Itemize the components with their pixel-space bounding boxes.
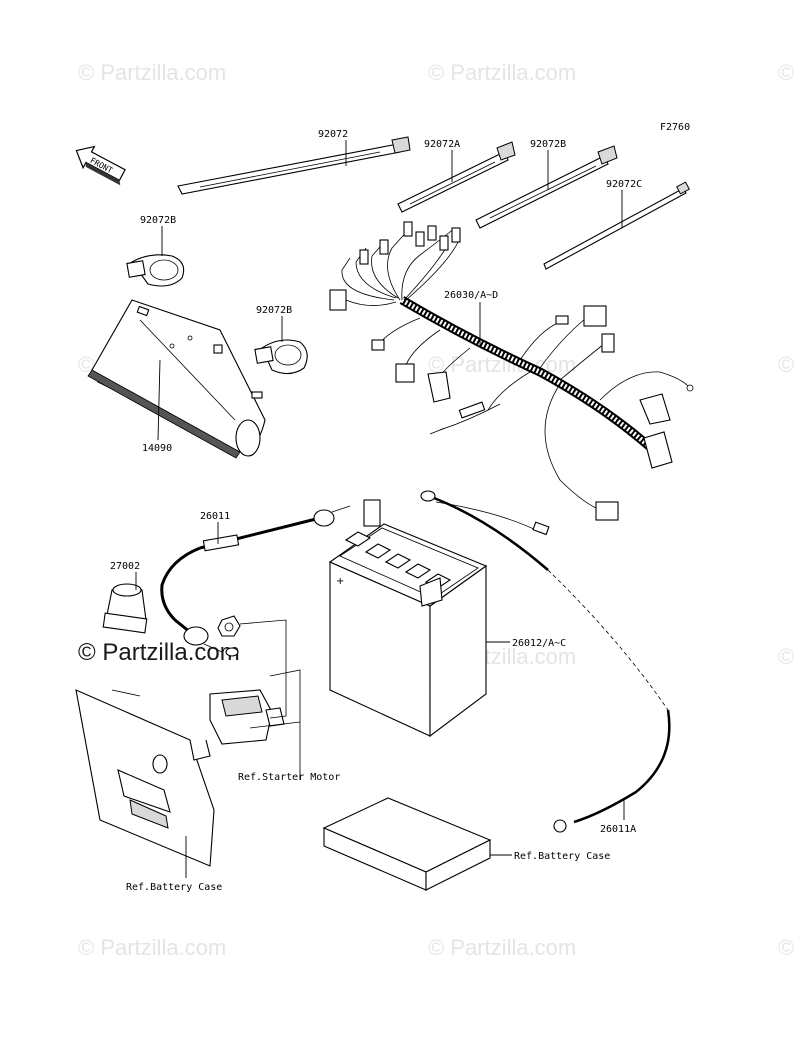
label-92072C: 92072C xyxy=(606,179,642,190)
label-ref-battery-case-2: Ref.Battery Case xyxy=(514,851,610,862)
cable-tie-92072A: 92072A xyxy=(397,139,516,213)
label-92072B-left-2: 92072B xyxy=(256,305,292,316)
label-92072: 92072 xyxy=(318,129,348,140)
label-92072B-left-1: 92072B xyxy=(140,215,176,226)
watermark: © Partzilla.com xyxy=(778,60,800,85)
cable-tie-92072: 92072 xyxy=(177,129,411,195)
cover-14090: 14090 xyxy=(87,299,266,459)
watermark: © Partzilla.com xyxy=(78,935,226,960)
wiring-harness-26030: 26030/A~D xyxy=(329,221,694,521)
front-arrow-icon: FRONT xyxy=(75,145,126,186)
label-26030: 26030/A~D xyxy=(444,290,498,301)
clamp-92072B-left-1: 92072B xyxy=(126,215,185,287)
label-26011A: 26011A xyxy=(600,824,636,835)
cable-tie-92072B-top: 92072B xyxy=(475,139,618,229)
label-26011: 26011 xyxy=(200,511,230,522)
watermark: © Partzilla.com xyxy=(428,935,576,960)
relay-27002: 27002 xyxy=(102,561,148,634)
watermark: © Partzilla.com xyxy=(428,60,576,85)
label-27002: 27002 xyxy=(110,561,140,572)
label-ref-starter-motor: Ref.Starter Motor xyxy=(238,772,340,783)
label-ref-battery-case-1: Ref.Battery Case xyxy=(126,882,222,893)
watermark-prominent: © Partzilla.com xyxy=(78,639,240,666)
watermark: © Partzilla.com xyxy=(778,352,800,377)
figure-code: F2760 xyxy=(660,122,690,133)
label-92072A: 92072A xyxy=(424,139,460,150)
cable-tie-92072C: 92072C xyxy=(543,179,690,270)
label-92072B-top: 92072B xyxy=(530,139,566,150)
watermark: © Partzilla.com xyxy=(778,935,800,960)
battery-26012: + 26012/A~C xyxy=(328,499,566,738)
cable-26011A: 26011A xyxy=(420,490,671,835)
watermark: © Partzilla.com xyxy=(778,644,800,669)
cable-26011: 26011 xyxy=(160,505,351,653)
battery-case-pad: Ref.Battery Case xyxy=(322,797,610,891)
clamp-92072B-left-2: 92072B xyxy=(254,305,308,375)
label-14090: 14090 xyxy=(142,443,172,454)
battery-case-bracket: Ref.Battery Case xyxy=(75,689,222,893)
watermark: © Partzilla.com xyxy=(78,60,226,85)
starter-relay: Ref.Starter Motor xyxy=(209,615,340,783)
watermarks: © Partzilla.com © Partzilla.com © Partzi… xyxy=(78,60,800,960)
svg-text:+: + xyxy=(336,576,344,587)
label-26012: 26012/A~C xyxy=(512,638,566,649)
